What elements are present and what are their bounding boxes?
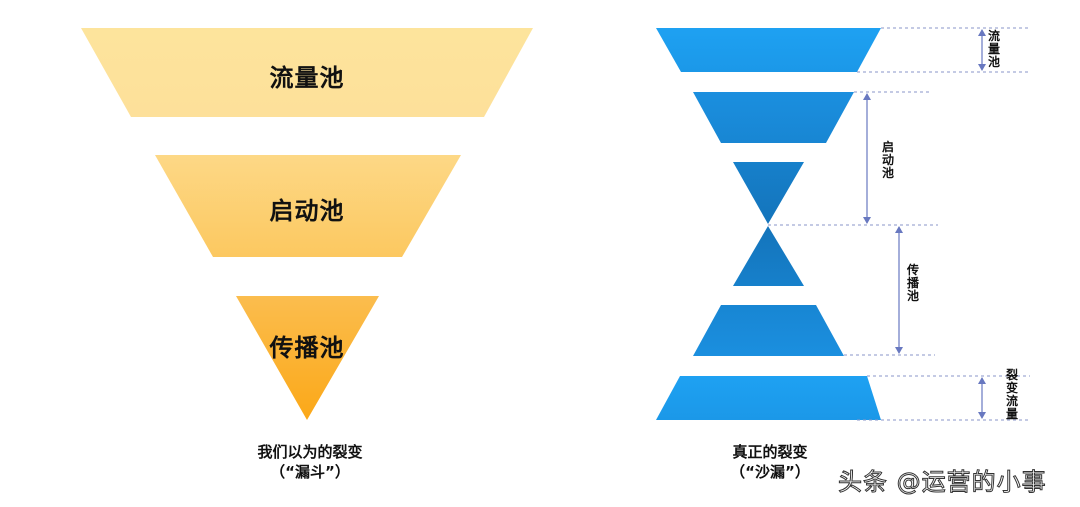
hourglass-lower-triangle: [733, 226, 804, 286]
label-spread-pool: 传播池: [269, 334, 345, 362]
right-caption-title: 真正的裂变: [732, 443, 808, 461]
dashed-guides: [768, 27, 1030, 421]
hourglass-top-traffic: [656, 28, 881, 72]
label-launch-pool: 启动池: [269, 197, 345, 225]
hourglass-upper-trapezoid: [693, 92, 854, 143]
funnel-layer-spread-pool: [236, 296, 379, 420]
annotation-fission-traffic: 裂变流量: [1005, 368, 1018, 421]
measure-arrows: [863, 29, 986, 419]
right-caption-subtitle: （“沙漏”）: [730, 463, 810, 481]
hourglass-lower-trapezoid: [693, 305, 844, 356]
hourglass-bottom-traffic: [656, 376, 881, 420]
annotation-traffic-pool: 流量池: [987, 29, 1000, 69]
funnel-layer-traffic-pool: [81, 28, 533, 117]
right-hourglass: [656, 28, 881, 420]
watermark: 头条 @运营的小事: [838, 468, 1047, 497]
hourglass-upper-triangle: [733, 162, 804, 224]
left-funnel: [81, 28, 533, 420]
left-caption-subtitle: （“漏斗”）: [270, 463, 350, 481]
annotation-launch-pool: 启动池: [881, 140, 894, 180]
right-caption: 真正的裂变 （“沙漏”）: [710, 442, 830, 482]
annotation-spread-pool: 传播池: [906, 263, 919, 303]
funnel-layer-launch-pool: [155, 155, 461, 257]
left-caption: 我们以为的裂变 （“漏斗”）: [230, 442, 390, 482]
label-traffic-pool: 流量池: [269, 64, 345, 92]
left-caption-title: 我们以为的裂变: [257, 443, 363, 461]
